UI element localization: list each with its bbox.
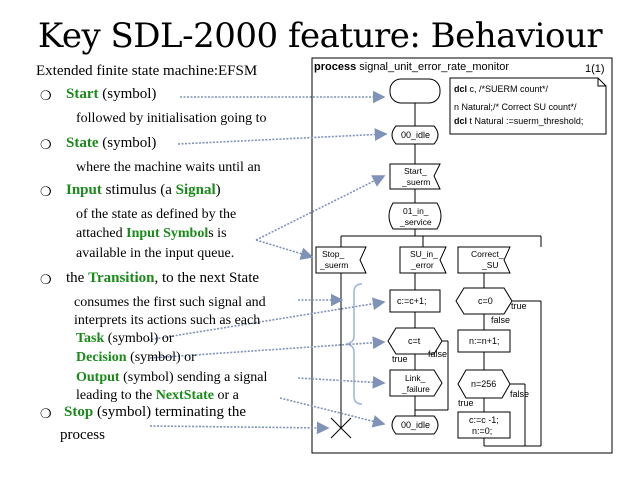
output-line: Output (symbol) sending a signal	[76, 370, 268, 385]
svg-text:dcl c, /*SUERM count*/: dcl c, /*SUERM count*/	[454, 84, 549, 94]
svg-text:n=256: n=256	[471, 379, 496, 389]
nextstate-line: leading to the NextState or a	[76, 388, 239, 403]
start-symbol	[389, 78, 441, 104]
svg-text:_error: _error	[410, 260, 434, 270]
arrow-stop	[149, 421, 330, 435]
svg-text:00_idle: 00_idle	[401, 130, 430, 140]
bullet-icon: ❍	[40, 407, 52, 422]
svg-text:_SU: _SU	[481, 260, 499, 270]
svg-text:_failure: _failure	[401, 384, 430, 394]
svg-text:c:=c -1;: c:=c -1;	[469, 415, 499, 425]
arrow-decision	[149, 336, 386, 359]
svg-text:Start_: Start_	[404, 166, 427, 176]
svg-text:Stop_: Stop_	[322, 249, 344, 259]
svg-text:false: false	[428, 349, 447, 359]
svg-text:_suerm: _suerm	[401, 177, 430, 187]
arrow-task	[147, 297, 386, 341]
decision-c-equals-t	[387, 327, 443, 355]
svg-text:n Natural;/* Correct SU count*: n Natural;/* Correct SU count*/	[454, 102, 577, 112]
svg-text:false: false	[510, 389, 529, 399]
svg-text:00_idle: 00_idle	[401, 420, 430, 430]
svg-text:true: true	[392, 354, 408, 364]
svg-text:dcl t Natural :=suerm_threshol: dcl t Natural :=suerm_threshold;	[454, 116, 583, 126]
svg-text:Link_: Link_	[405, 373, 426, 383]
decision-c-equals-0	[455, 287, 513, 315]
slide-title: Key SDL-2000 feature: Behaviour	[37, 16, 603, 56]
bullet-icon: ❍	[40, 273, 52, 288]
bullet-transition: the Transition, to the next State	[66, 270, 260, 286]
svg-text:true: true	[511, 301, 527, 311]
stop-continuation: process	[60, 427, 105, 443]
input-continuation-1: of the state as defined by the	[76, 207, 237, 222]
arrow-input	[255, 175, 386, 241]
arrow-input2	[255, 239, 314, 260]
svg-text:Correct_: Correct_	[471, 249, 504, 259]
input-stop-suerm	[315, 246, 367, 274]
page-number: 1(1)	[585, 63, 605, 75]
arrow-nextstate	[279, 397, 386, 428]
svg-text:SU_in_: SU_in_	[410, 249, 438, 259]
next-state-idle	[391, 415, 439, 435]
bullet-input: Input stimulus (a Signal)	[66, 182, 221, 198]
bullet-state: State (symbol)	[66, 135, 157, 151]
svg-text:n:=n+1;: n:=n+1;	[469, 336, 500, 346]
input-continuation-2: attached Input Symbols is	[76, 226, 227, 241]
output-link-failure	[389, 369, 443, 397]
decision-line: Decision (symbol) or	[76, 350, 196, 365]
input-start-suerm	[389, 163, 441, 190]
svg-text:c:=c+1;: c:=c+1;	[397, 296, 427, 306]
input-continuation-3: available in the input queue.	[76, 246, 235, 261]
text-symbol	[449, 77, 607, 135]
svg-text:_service: _service	[399, 217, 432, 227]
input-su-in-error	[399, 246, 447, 274]
task-reset	[457, 411, 511, 439]
process-title: process signal_unit_error_rate_monitor	[314, 61, 509, 73]
transition-continuation-2: interprets its actions such as each	[74, 313, 261, 328]
svg-text:true: true	[458, 398, 474, 408]
arrow-output	[297, 375, 386, 389]
transition-continuation-1: consumes the first such signal and	[74, 295, 266, 310]
task-line: Task (symbol) or	[76, 331, 174, 346]
svg-text:false: false	[491, 315, 510, 325]
bullet-stop: Stop (symbol) terminating the	[64, 404, 247, 420]
bullet-icon: ❍	[40, 89, 52, 104]
bullet-icon: ❍	[40, 138, 52, 153]
state-continuation: where the machine waits until an	[76, 160, 261, 175]
svg-text:n:=0;: n:=0;	[472, 426, 492, 436]
svg-text:c=t: c=t	[408, 336, 421, 346]
bullet-icon: ❍	[40, 185, 52, 200]
input-correct-su	[457, 246, 511, 274]
annotation-arrows	[147, 90, 388, 435]
efsm-heading: Extended finite state machine:EFSM	[36, 63, 258, 79]
svg-text:01_in_: 01_in_	[403, 206, 429, 216]
svg-text:c=0: c=0	[478, 296, 493, 306]
start-continuation: followed by initialisation going to	[76, 111, 267, 126]
svg-text:_suerm: _suerm	[319, 260, 348, 270]
state-idle-symbol	[391, 125, 439, 145]
decision-n-equals-256	[457, 369, 511, 399]
state-in-service	[388, 202, 442, 230]
bullet-start: Start (symbol)	[66, 86, 157, 102]
